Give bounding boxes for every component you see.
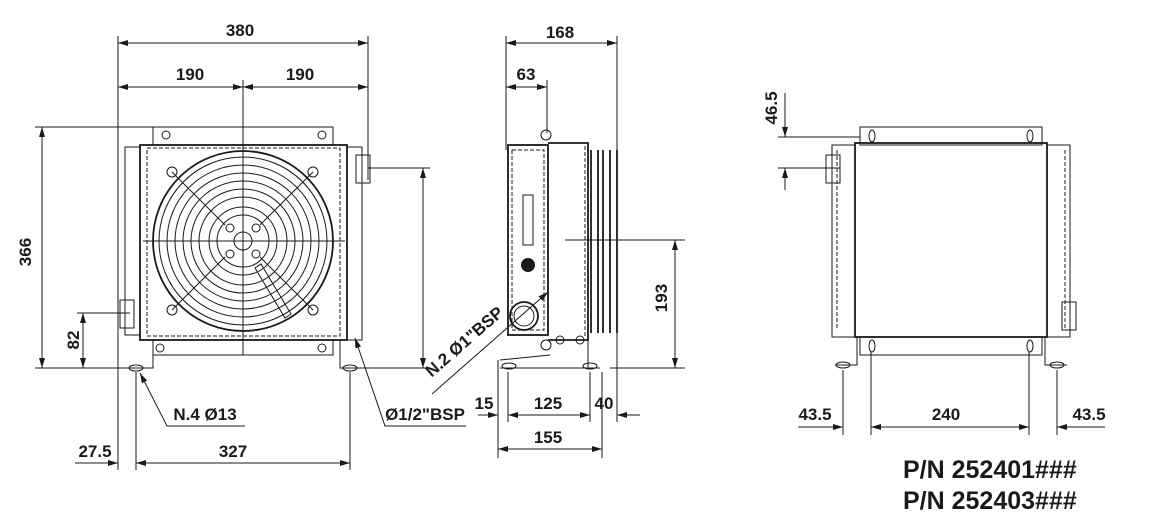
- dim-193: 193: [652, 284, 671, 312]
- dim-240: 240: [932, 405, 960, 424]
- dim-15: 15: [475, 394, 494, 413]
- label-mount-holes: N.4 Ø13: [173, 405, 236, 424]
- part-number-1: P/N 252401###: [903, 456, 1077, 484]
- dim-168: 168: [546, 23, 574, 42]
- dim-82: 82: [64, 331, 83, 350]
- dim-46-5: 46.5: [762, 91, 781, 124]
- side-view: 168 63 N.2 Ø1"BSP 15: [422, 23, 685, 458]
- dim-327: 327: [219, 442, 247, 461]
- brand-logo-icon: [521, 258, 535, 272]
- label-ports: N.2 Ø1"BSP: [422, 303, 508, 381]
- dim-380: 380: [226, 21, 254, 40]
- rear-view: 46.5 43.5 240 43.5: [762, 91, 1106, 435]
- port-circle: [509, 301, 539, 331]
- dim-190-left: 190: [176, 65, 204, 84]
- dim-43-5-right: 43.5: [1072, 405, 1105, 424]
- mount-screws: [155, 130, 327, 353]
- fan-guard: [152, 150, 334, 332]
- dim-190-right: 190: [286, 65, 314, 84]
- dim-27-5: 27.5: [78, 442, 111, 461]
- dim-63: 63: [517, 65, 536, 84]
- dim-43-5-left: 43.5: [798, 405, 831, 424]
- fan-fins: [590, 150, 618, 333]
- front-view: 380 190 190 366 82: [16, 21, 466, 470]
- dim-155: 155: [534, 428, 562, 447]
- dim-125: 125: [534, 394, 562, 413]
- label-drain-port: Ø1/2"BSP: [385, 405, 465, 424]
- dim-40: 40: [595, 394, 614, 413]
- part-number-2: P/N 252403###: [903, 487, 1077, 515]
- dim-366: 366: [16, 238, 35, 266]
